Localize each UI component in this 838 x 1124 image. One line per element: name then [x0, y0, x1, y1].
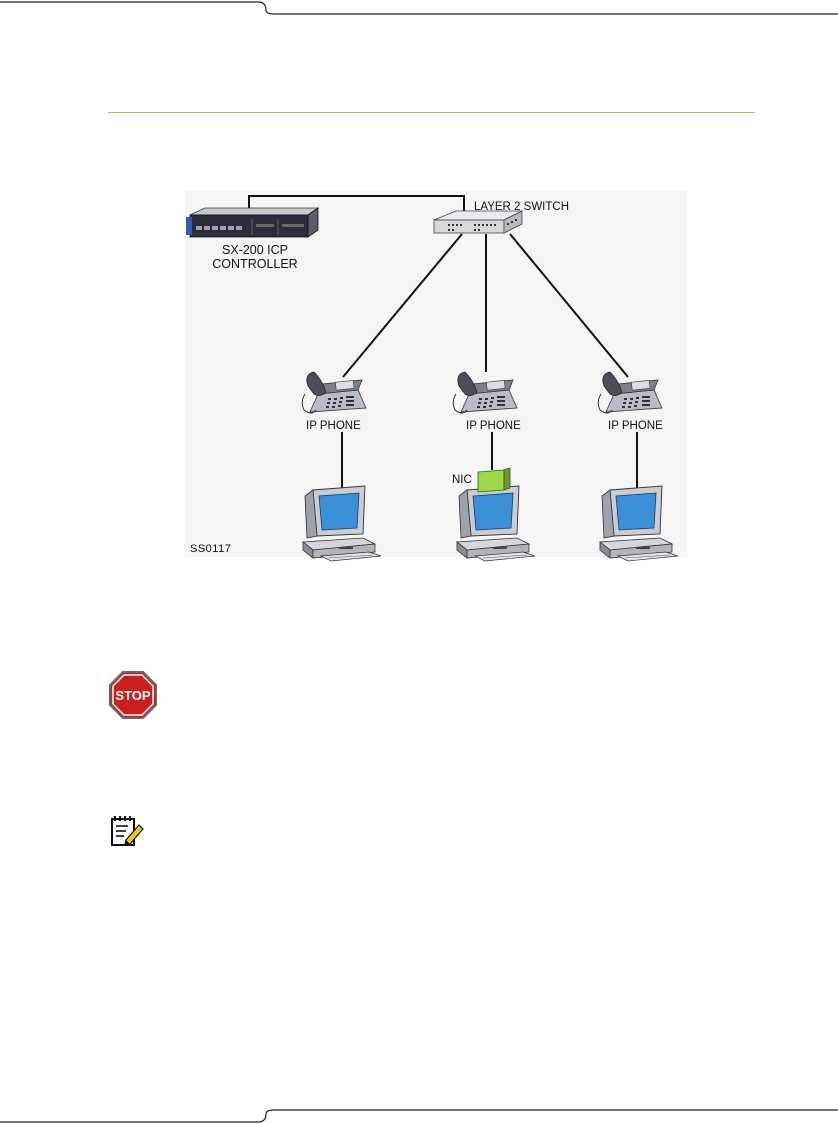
- section-divider: [108, 112, 755, 113]
- cables: [248, 195, 638, 492]
- nic-card: [477, 467, 511, 493]
- switch-phone3-cable: [509, 233, 629, 378]
- ip-phone-2-label: IP PHONE: [466, 420, 521, 432]
- switch-phone1-cable: [342, 233, 463, 378]
- nic-label: NIC: [452, 474, 472, 486]
- ip-phone-3: [597, 371, 663, 414]
- ip-phone-1: [301, 371, 367, 414]
- pc-1: [302, 485, 382, 562]
- ip-phone-3-label: IP PHONE: [608, 420, 663, 432]
- ip-phone-1-label: IP PHONE: [306, 420, 361, 432]
- switch-label: LAYER 2 SWITCH: [474, 201, 569, 213]
- controller-device: [186, 207, 320, 238]
- ip-phone-2: [452, 371, 518, 414]
- layer2-switch-device: [433, 210, 523, 234]
- controller-label: SX-200 ICP CONTROLLER: [212, 243, 298, 271]
- pc-3: [599, 485, 679, 562]
- figure-id: SS0117: [190, 543, 232, 555]
- stop-icon: [109, 671, 157, 719]
- note-pad-icon: [111, 816, 144, 846]
- controller-switch-cable: [248, 195, 465, 222]
- stop-icon-label: STOP: [115, 687, 151, 703]
- pc-2: [456, 485, 536, 562]
